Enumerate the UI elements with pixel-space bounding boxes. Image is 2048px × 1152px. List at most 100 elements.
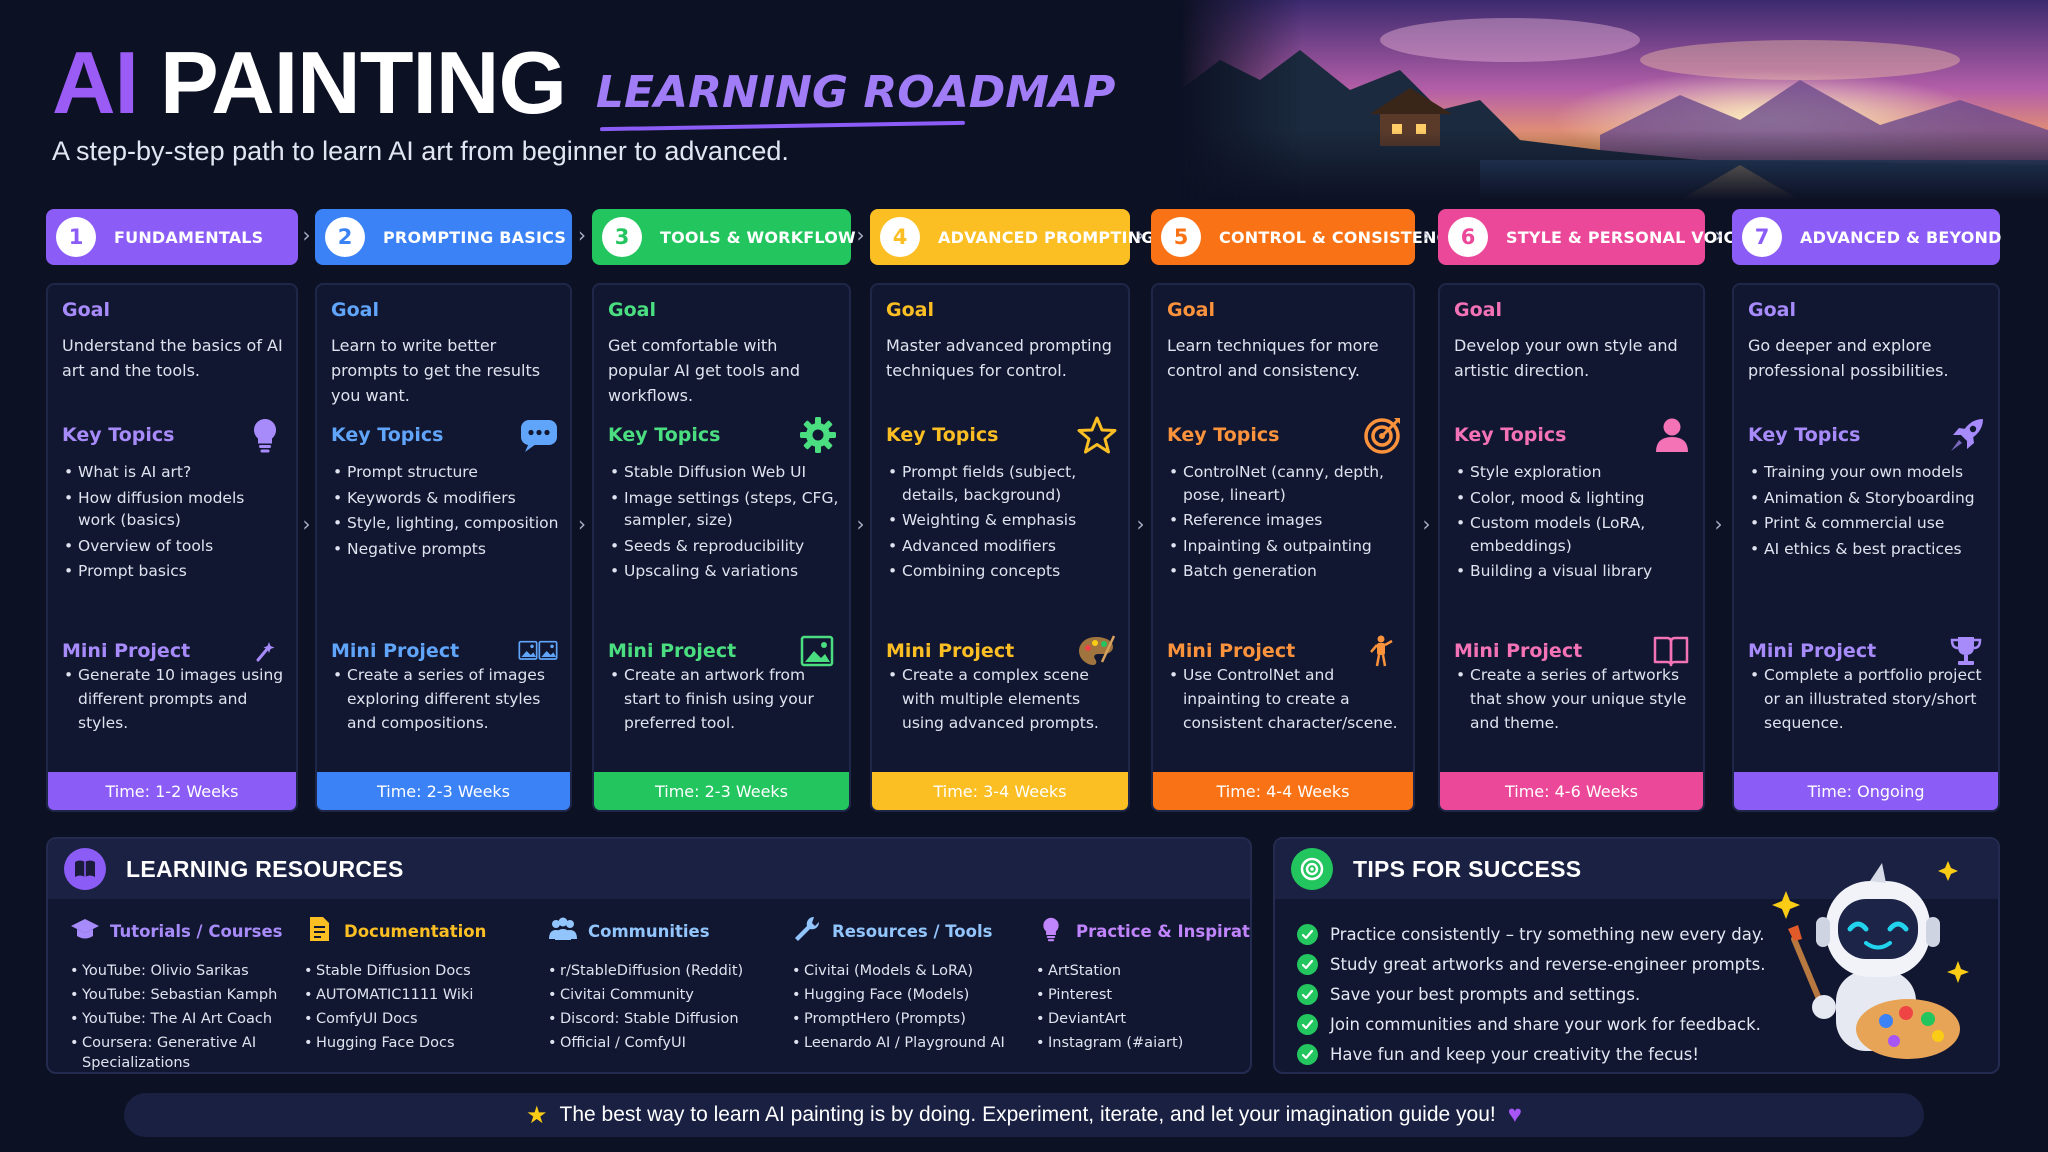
resource-link[interactable]: DeviantArt [1036, 1009, 1236, 1029]
mini-project-item: Create an artwork from start to finish u… [608, 663, 839, 735]
stage-title: CONTROL & CONSISTENCY [1219, 227, 1461, 247]
stage-header: 5 CONTROL & CONSISTENCY [1151, 209, 1460, 265]
resource-link[interactable]: Stable Diffusion Docs [304, 961, 534, 981]
mini-project-list: Create a series of artworks that show yo… [1454, 663, 1693, 735]
key-topic-item: Combining concepts [886, 560, 1118, 583]
tip-text: Save your best prompts and settings. [1330, 984, 1641, 1004]
mini-project-item: Create a series of artworks that show yo… [1454, 663, 1693, 735]
document-icon [304, 915, 344, 947]
tip-text: Study great artworks and reverse-enginee… [1330, 954, 1766, 974]
time-estimate: Time: 4-4 Weeks [1153, 772, 1413, 810]
mini-project-label: Mini Project [1454, 640, 1583, 662]
resource-link[interactable]: Civitai (Models & LoRA) [792, 961, 1022, 981]
lightbulb-icon [1036, 915, 1076, 947]
resource-link[interactable]: ArtStation [1036, 961, 1236, 981]
gear-icon [797, 414, 839, 456]
book-icon [64, 848, 106, 890]
resource-link[interactable]: Instagram (#aiart) [1036, 1033, 1236, 1053]
key-topics-list: Prompt structureKeywords & modifiersStyl… [331, 461, 560, 563]
target-icon [1291, 848, 1333, 890]
chevron-right-icon: › [578, 512, 586, 536]
stage-number: 3 [602, 217, 642, 257]
mini-project-label: Mini Project [62, 640, 191, 662]
user-icon [1651, 414, 1693, 456]
stage-title: ADVANCED PROMPTING [938, 227, 1155, 247]
check-icon [1297, 953, 1318, 975]
trophy-icon [1944, 633, 1988, 669]
star-icon [1076, 414, 1118, 456]
key-topic-item: Seeds & reproducibility [608, 535, 839, 558]
goal-text: Develop your own style and artistic dire… [1454, 336, 1678, 380]
stage-card: Goal Get comfortable with popular AI get… [592, 283, 851, 812]
check-icon [1297, 1043, 1318, 1065]
resource-column-title: Tutorials / Courses [110, 921, 283, 941]
tip-text: Join communities and share your work for… [1330, 1014, 1761, 1034]
mini-project-item: Complete a portfolio project or an illus… [1748, 663, 1988, 735]
check-icon [1297, 983, 1318, 1005]
key-topics-label: Key Topics [886, 424, 999, 446]
key-topic-item: Advanced modifiers [886, 535, 1118, 558]
key-topic-item: Animation & Storyboarding [1748, 487, 1988, 510]
key-topic-item: Reference images [1167, 509, 1403, 532]
heart-icon: ♥ [1507, 1101, 1522, 1128]
key-topics-label: Key Topics [331, 424, 444, 446]
resource-link[interactable]: r/StableDiffusion (Reddit) [548, 961, 778, 981]
goal-label: Goal [331, 299, 379, 321]
key-topic-item: Stable Diffusion Web UI [608, 461, 839, 484]
key-topic-item: Custom models (LoRA, embeddings) [1454, 512, 1693, 557]
mini-project-label: Mini Project [1748, 640, 1877, 662]
resource-link[interactable]: YouTube: The AI Art Coach [70, 1009, 290, 1029]
key-topic-item: Building a visual library [1454, 560, 1693, 583]
stage-card: Goal Learn to write better prompts to ge… [315, 283, 572, 812]
time-estimate: Time: 2-3 Weeks [317, 772, 570, 810]
magic-wand-icon [242, 633, 286, 669]
key-topic-item: AI ethics & best practices [1748, 538, 1988, 561]
goal-text: Master advanced prompting techniques for… [886, 336, 1112, 380]
key-topic-item: Prompt basics [62, 560, 286, 583]
resource-link[interactable]: Hugging Face Docs [304, 1033, 534, 1053]
palette-icon [1074, 633, 1118, 669]
title-ai-word: AI [52, 33, 139, 132]
resource-link[interactable]: Official / ComfyUI [548, 1033, 778, 1053]
key-topic-item: Color, mood & lighting [1454, 487, 1693, 510]
resource-link[interactable]: Leenardo AI / Playground AI [792, 1033, 1022, 1053]
key-topic-item: Training your own models [1748, 461, 1988, 484]
mini-project-list: Complete a portfolio project or an illus… [1748, 663, 1988, 735]
resource-column: Tutorials / Courses YouTube: Olivio Sari… [70, 915, 290, 1072]
resource-link[interactable]: PromptHero (Prompts) [792, 1009, 1022, 1029]
key-topics-list: Stable Diffusion Web UI Image settings (s… [608, 461, 839, 586]
mini-project-list: Create a series of images exploring diff… [331, 663, 560, 735]
stage-title: TOOLS & WORKFLOW [660, 227, 856, 247]
resource-link[interactable]: AUTOMATIC1111 Wiki [304, 985, 534, 1005]
star-icon: ★ [526, 1101, 548, 1129]
footer-text: The best way to learn AI painting is by … [559, 1103, 1496, 1126]
footer-banner: ★ The best way to learn AI painting is b… [124, 1093, 1924, 1137]
resource-column-title: Documentation [344, 921, 487, 941]
resource-link[interactable]: Civitai Community [548, 985, 778, 1005]
resource-column-title: Resources / Tools [832, 921, 993, 941]
key-topic-item: Negative prompts [331, 538, 560, 561]
stage-number: 5 [1161, 217, 1201, 257]
resource-link[interactable]: Discord: Stable Diffusion [548, 1009, 778, 1029]
rocket-icon [1946, 414, 1988, 456]
tip-item: Study great artworks and reverse-enginee… [1297, 949, 1765, 979]
key-topic-item: Prompt fields (subject, details, backgro… [886, 461, 1118, 506]
resource-link[interactable]: Coursera: Generative AI Specializations [70, 1033, 290, 1072]
learning-resources-title: LEARNING RESOURCES [126, 855, 404, 882]
title-main-word: PAINTING [160, 33, 567, 132]
resource-link[interactable]: Pinterest [1036, 985, 1236, 1005]
key-topic-item: Image settings (steps, CFG, sampler, siz… [608, 487, 839, 532]
stage-title: PROMPTING BASICS [383, 227, 567, 247]
resource-link[interactable]: YouTube: Olivio Sarikas [70, 961, 290, 981]
resource-link[interactable]: ComfyUI Docs [304, 1009, 534, 1029]
resource-link[interactable]: Hugging Face (Models) [792, 985, 1022, 1005]
goal-label: Goal [62, 299, 110, 321]
goal-text: Learn techniques for more control and co… [1167, 336, 1379, 380]
goal-label: Goal [1454, 299, 1502, 321]
resource-link[interactable]: YouTube: Sebastian Kamph [70, 985, 290, 1005]
chat-bubble-icon [518, 414, 560, 456]
key-topic-item: Weighting & emphasis [886, 509, 1118, 532]
key-topic-item: ControlNet (canny, depth, pose, lineart) [1167, 461, 1403, 506]
stage-card: Goal Master advanced prompting technique… [870, 283, 1130, 812]
title-subheading: LEARNING ROADMAP [595, 67, 1116, 118]
